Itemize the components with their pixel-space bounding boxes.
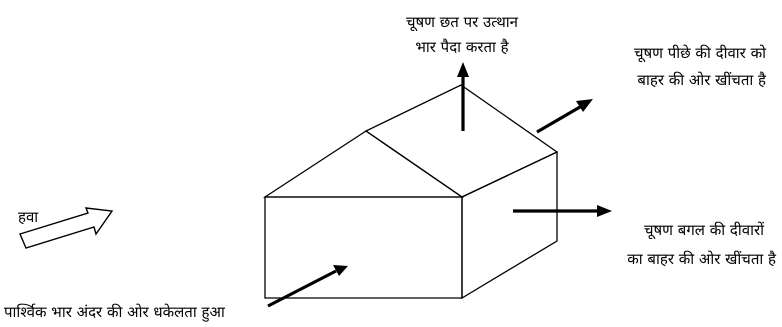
wind-label: हवा xyxy=(18,208,39,226)
front-gable xyxy=(262,130,465,198)
wind-arrow-icon xyxy=(19,207,114,249)
back-wall-label-line1: चूषण पीछे की दीवार को xyxy=(634,44,767,63)
back-wall-label-line2: बाहर की ओर खींचता है xyxy=(637,71,767,89)
front-wall xyxy=(264,196,463,299)
back-wall-suction-arrow-icon xyxy=(536,99,593,134)
roof-uplift-label-line2: भार पैदा करता है xyxy=(415,38,509,56)
side-wall-suction-arrow-icon xyxy=(513,205,612,217)
roof-uplift-label-line1: चूषण छत पर उत्थान xyxy=(406,13,519,32)
side-wall-label-line2: का बाहर की ओर खींचता है xyxy=(627,250,777,268)
windward-push-arrow-icon xyxy=(267,265,348,308)
windward-push-label: पार्श्विक भार अंदर की ओर धकेलता हुआ xyxy=(4,303,225,322)
roof-slope xyxy=(364,84,559,198)
side-wall-label-line1: चूषण बगल की दीवारों xyxy=(644,221,765,240)
roof-uplift-arrow-icon xyxy=(457,62,469,131)
